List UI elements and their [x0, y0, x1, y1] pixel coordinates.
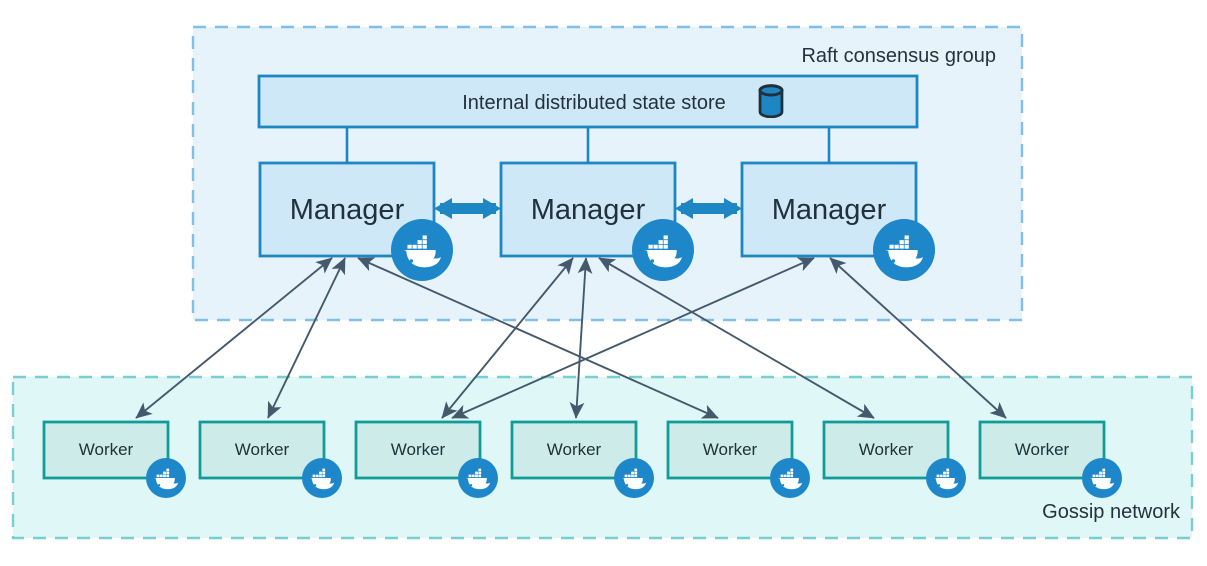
worker-6-label: Worker [859, 440, 914, 459]
manager-3-label: Manager [772, 194, 887, 226]
docker-whale-icon [146, 458, 186, 498]
docker-whale-icon [1082, 458, 1122, 498]
manager-node-3[interactable]: Manager [740, 161, 935, 281]
worker-node-7[interactable]: Worker [978, 420, 1122, 498]
docker-whale-icon [614, 458, 654, 498]
worker-6-box[interactable] [822, 420, 950, 480]
worker-node-6[interactable]: Worker [822, 420, 966, 498]
worker-4-box[interactable] [510, 420, 638, 480]
worker-2-box[interactable] [198, 420, 326, 480]
manager-worker-links [135, 257, 1007, 419]
manager-2-label: Manager [531, 194, 646, 226]
worker-4-label: Worker [547, 440, 602, 459]
gossip-group-label: Gossip network [1042, 501, 1181, 523]
manager-node-1[interactable]: Manager [258, 161, 453, 281]
worker-node-4[interactable]: Worker [510, 420, 654, 498]
worker-node-1[interactable]: Worker [42, 420, 186, 498]
docker-whale-icon [873, 219, 935, 281]
docker-whale-icon [391, 219, 453, 281]
worker-5-box[interactable] [666, 420, 794, 480]
docker-whale-icon [458, 458, 498, 498]
worker-1-box[interactable] [42, 420, 170, 480]
link-manager-3-to-worker-7 [829, 257, 1007, 419]
manager-1-label: Manager [290, 194, 405, 226]
internal-distributed-state-store[interactable]: Internal distributed state store [257, 74, 919, 129]
worker-node-3[interactable]: Worker [354, 420, 498, 498]
worker-5-label: Worker [703, 440, 758, 459]
worker-node-5[interactable]: Worker [666, 420, 810, 498]
worker-7-label: Worker [1015, 440, 1070, 459]
link-manager-3-to-worker-3b [451, 257, 815, 419]
worker-1-label: Worker [79, 440, 134, 459]
manager-1-to-manager-2-arrow [434, 198, 501, 219]
manager-peer-links [434, 198, 742, 219]
worker-2-label: Worker [235, 440, 290, 459]
docker-whale-icon [302, 458, 342, 498]
manager-node-2[interactable]: Manager [499, 161, 694, 281]
docker-whale-icon [770, 458, 810, 498]
state-store-box[interactable] [257, 74, 919, 129]
worker-7-box[interactable] [978, 420, 1106, 480]
worker-node-2[interactable]: Worker [198, 420, 342, 498]
docker-whale-icon [926, 458, 966, 498]
manager-2-to-manager-3-arrow [675, 198, 742, 219]
raft-group-label: Raft consensus group [801, 45, 996, 67]
docker-whale-icon [632, 219, 694, 281]
store-to-manager-connectors [345, 127, 831, 163]
state-store-label: Internal distributed state store [462, 92, 725, 114]
link-manager-1-to-worker-2 [267, 257, 346, 419]
worker-3-label: Worker [391, 440, 446, 459]
database-icon [758, 84, 784, 118]
worker-3-box[interactable] [354, 420, 482, 480]
